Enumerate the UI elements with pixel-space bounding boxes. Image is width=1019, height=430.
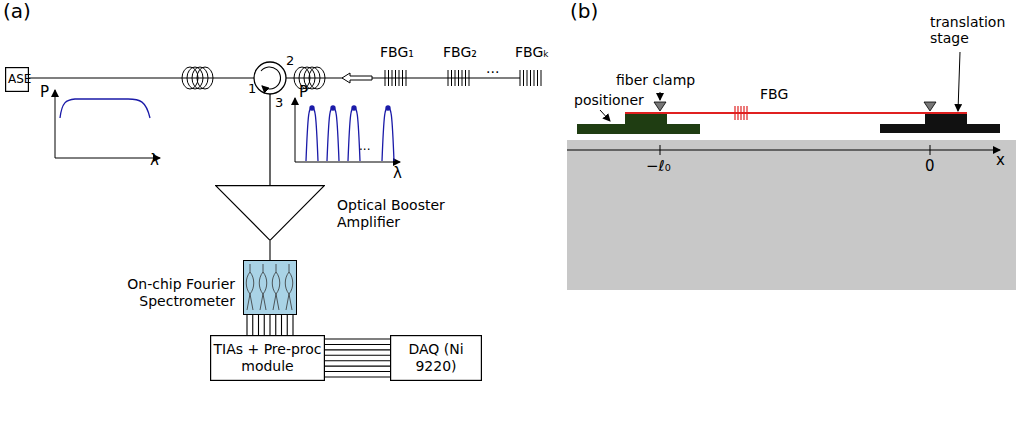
connector bbox=[269, 241, 270, 260]
fiber bbox=[625, 112, 967, 114]
outline bbox=[243, 260, 297, 315]
process-box: DAQ (Ni 9220) bbox=[390, 335, 482, 381]
circulator bbox=[254, 62, 286, 94]
spectrometer-chip: On-chip Fourier Spectrometer bbox=[243, 260, 297, 315]
tick bbox=[660, 145, 661, 155]
translation-stage bbox=[925, 114, 967, 126]
fbg-grating bbox=[735, 106, 747, 120]
fiber-clamp bbox=[924, 102, 936, 111]
fbg-gratings bbox=[385, 70, 541, 86]
axis bbox=[295, 98, 296, 162]
part-label: fiber clamp bbox=[616, 72, 695, 88]
connector bbox=[325, 339, 390, 377]
fbg-label: FBG₁ bbox=[380, 44, 414, 60]
axis-label: λ bbox=[150, 152, 159, 169]
axis-tick-label: −ℓ₀ bbox=[646, 158, 671, 175]
circulator-arrow bbox=[261, 67, 281, 89]
axis-tick-label: 0 bbox=[925, 158, 935, 175]
node-label: TIAs + Pre-proc module bbox=[210, 338, 325, 378]
port-number: 3 bbox=[275, 96, 283, 111]
fiber-coil bbox=[294, 67, 325, 89]
leader bbox=[660, 92, 661, 100]
spectrum-peaks bbox=[306, 106, 394, 161]
axis-label: P bbox=[40, 84, 49, 101]
panel-label: (a) bbox=[3, 0, 31, 23]
process-box: ASE bbox=[5, 67, 29, 92]
ellipsis: ··· bbox=[486, 64, 499, 80]
ellipsis: ··· bbox=[359, 144, 370, 158]
port-number: 1 bbox=[248, 82, 256, 97]
spectrum-curve bbox=[60, 99, 150, 118]
axis bbox=[295, 162, 400, 163]
axis-label: λ bbox=[393, 165, 402, 182]
fbg-label: FBG₂ bbox=[443, 44, 477, 60]
node-label: On-chip Fourier Spectrometer bbox=[105, 276, 235, 310]
panel-label: (b) bbox=[570, 0, 598, 23]
fiber bbox=[29, 77, 254, 78]
fiber-clamp bbox=[654, 102, 666, 111]
connector bbox=[247, 315, 293, 335]
part-label: positioner bbox=[574, 92, 644, 108]
fiber bbox=[269, 94, 270, 185]
node-label: ASE bbox=[5, 69, 29, 89]
positioner bbox=[625, 114, 667, 126]
leader bbox=[600, 110, 610, 121]
fiber-coil bbox=[182, 67, 213, 89]
axis-label: P bbox=[299, 84, 308, 101]
part-label: FBG bbox=[760, 86, 788, 102]
leader bbox=[958, 52, 960, 111]
node-label: DAQ (Ni 9220) bbox=[390, 338, 482, 378]
table bbox=[567, 140, 1016, 290]
node-label: Optical Booster Amplifier bbox=[337, 197, 455, 231]
x-axis bbox=[567, 150, 1000, 151]
process-box: TIAs + Pre-proc module bbox=[210, 335, 325, 381]
amplifier-triangle: Optical Booster Amplifier bbox=[215, 185, 325, 241]
fbg-label: FBGₖ bbox=[515, 44, 549, 60]
tick bbox=[930, 145, 931, 155]
part-label: translation stage bbox=[930, 14, 1014, 46]
outline bbox=[215, 185, 325, 241]
axis bbox=[55, 158, 160, 159]
axis-label: x bbox=[996, 152, 1005, 169]
axis bbox=[55, 90, 56, 158]
port-number: 2 bbox=[286, 54, 294, 69]
direction-arrow bbox=[342, 73, 372, 83]
